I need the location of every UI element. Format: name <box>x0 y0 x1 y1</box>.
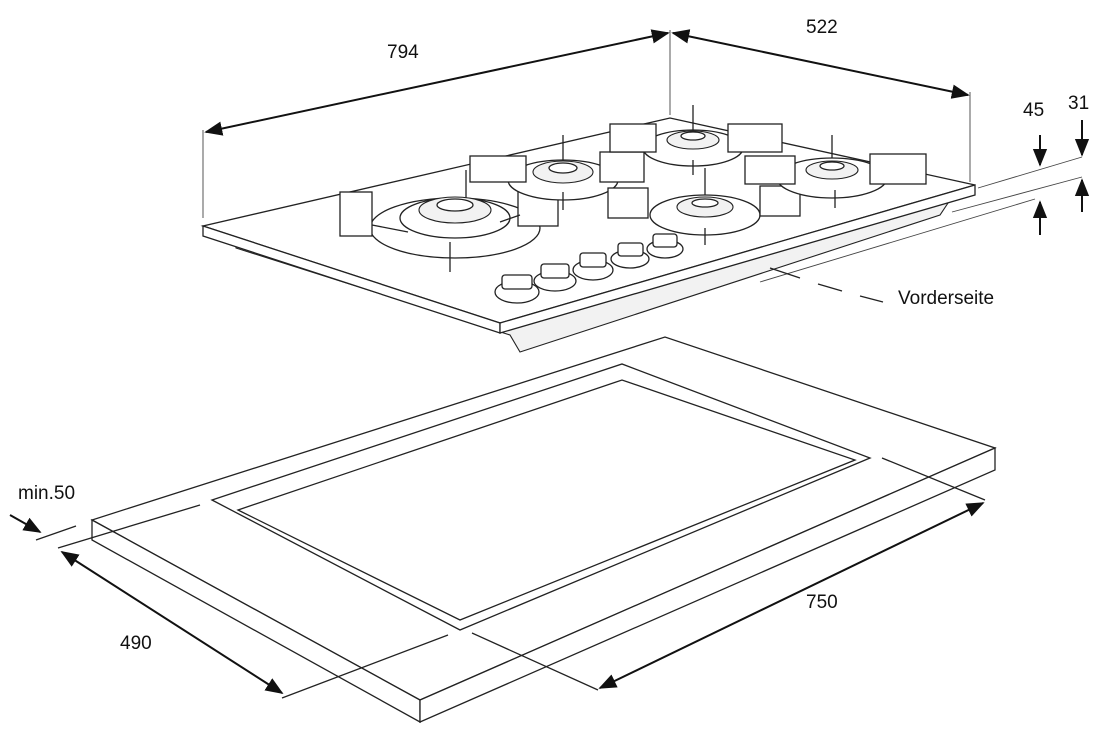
label-cutout-width: 750 <box>806 592 838 613</box>
knob-4 <box>610 242 650 269</box>
dim-line-750 <box>598 502 985 689</box>
burner-back-center <box>609 105 783 175</box>
dim-line-522 <box>671 29 970 99</box>
label-front-side: Vorderseite <box>898 288 995 309</box>
burner-right <box>744 135 927 208</box>
hob-side-edge <box>499 184 976 334</box>
label-width-794: 794 <box>387 42 419 63</box>
label-depth-522: 522 <box>806 17 838 38</box>
burner-medium-left <box>469 135 645 210</box>
label-cutout-depth: 490 <box>120 633 152 654</box>
knob-3 <box>572 252 614 281</box>
cutout-inner <box>236 379 857 621</box>
knob-2 <box>533 263 577 292</box>
hob <box>200 105 976 353</box>
label-min-distance: min.50 <box>18 483 76 504</box>
knob-1 <box>494 274 540 304</box>
countertop <box>90 336 997 724</box>
knob-5 <box>646 233 684 259</box>
burner-wok <box>339 170 559 272</box>
countertop-dimensions <box>9 457 986 699</box>
dim-arrow-min50 <box>9 514 42 533</box>
dim-line-794 <box>204 29 670 136</box>
hob-dimensions <box>202 29 1090 303</box>
dim-line-490 <box>60 551 284 694</box>
label-height-31: 31 <box>1068 93 1090 114</box>
countertop-cutout <box>210 363 872 631</box>
control-knobs <box>494 233 684 304</box>
label-height-45: 45 <box>1023 100 1045 121</box>
